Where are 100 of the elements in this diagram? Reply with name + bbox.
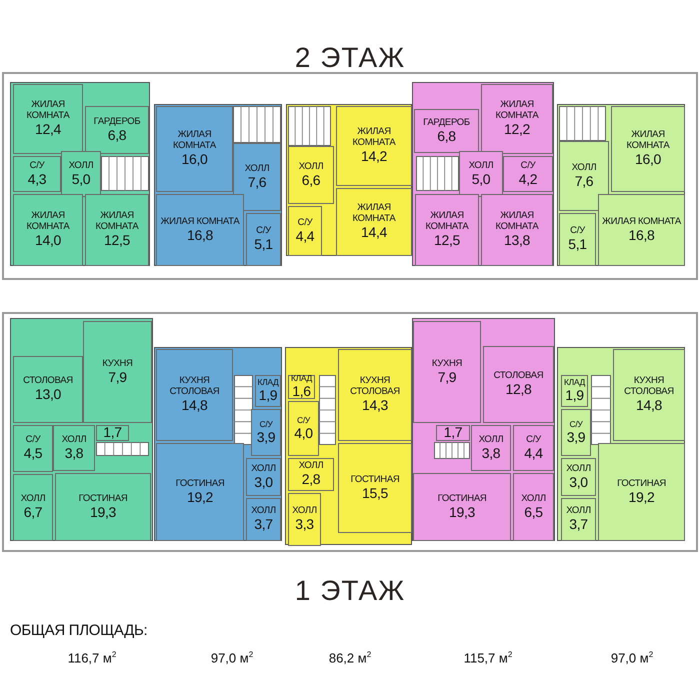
room-name: ХОЛЛ <box>572 162 596 174</box>
room-name: СТОЛОВАЯ <box>494 371 544 382</box>
room-area <box>156 194 244 266</box>
area-value: 6,8 <box>437 128 456 144</box>
area-value: 1,6 <box>292 384 311 400</box>
apartment-block <box>412 82 554 266</box>
room-name: ХОЛЛ <box>251 506 276 518</box>
room-area <box>156 106 233 192</box>
apartment-block <box>412 318 555 541</box>
area-value: 1,7 <box>444 425 462 441</box>
total-area-value: 116,7 м$^{2}$ <box>68 650 116 666</box>
room-name: ЖИЛАЯ КОМНАТА <box>26 100 71 122</box>
room-name: КУХНЯ СТОЛОВАЯ <box>623 376 675 398</box>
total-area-value: 86,2 м$^{2}$ <box>328 650 372 666</box>
area-value: 7,6 <box>248 174 266 190</box>
area-value: 5,1 <box>254 237 273 253</box>
apartment-block <box>286 104 412 256</box>
apartment-block <box>557 104 685 266</box>
room-area <box>13 156 61 192</box>
apartment-block <box>557 347 685 541</box>
room-area <box>513 473 554 541</box>
room-name: КЛАД <box>290 374 312 384</box>
room-area <box>561 498 596 541</box>
room-area <box>613 349 685 441</box>
room-name: С/У <box>26 435 40 446</box>
room-area <box>246 458 281 496</box>
room-name: ГАРДЕРОБ <box>423 118 470 129</box>
area-value: 3,9 <box>256 430 276 446</box>
area-value: 13,8 <box>504 233 530 249</box>
total-area-value: 97,0 м$^{2}$ <box>610 650 654 666</box>
room-name: С/У <box>526 434 541 446</box>
room-area <box>246 498 281 541</box>
room-area <box>483 346 554 423</box>
room-name: ХОЛЛ <box>298 461 324 472</box>
room-name: ЖИЛАЯ КОМНАТА <box>160 216 240 228</box>
floor-heading: 2 ЭТАЖ <box>294 42 406 73</box>
room-area <box>246 213 281 266</box>
room-name: ЖИЛАЯ КОМНАТА <box>602 216 681 228</box>
area-value: 19,2 <box>628 490 655 506</box>
room-area <box>55 473 151 541</box>
room-name: ГОСТИНАЯ <box>617 478 666 490</box>
room-area <box>61 151 101 197</box>
room-name: С/У <box>570 226 585 238</box>
area-value: 5,0 <box>72 172 90 188</box>
room-area <box>53 425 95 471</box>
total-area-value: 97,0 м$^{2}$ <box>210 650 254 666</box>
room-area <box>459 151 503 197</box>
room-area <box>561 375 588 407</box>
room-name: ЖИЛАЯ КОМНАТА <box>494 211 540 234</box>
room-name: ГАРДЕРОБ <box>94 116 140 128</box>
room-area <box>85 194 149 266</box>
area-value: 14,8 <box>181 398 208 414</box>
apartment-block <box>285 347 412 545</box>
area-value: 19,3 <box>90 504 116 520</box>
room-name: ЖИЛАЯ КОМНАТА <box>94 211 140 234</box>
apartment-block <box>10 318 153 541</box>
room-name: ХОЛЛ <box>68 160 94 172</box>
room-name: ЖИЛАЯ КОМНАТА <box>626 130 671 152</box>
room-area <box>156 349 233 441</box>
room-name: ЖИЛАЯ КОМНАТА <box>352 203 397 226</box>
room-name: ГОСТИНАЯ <box>176 478 224 490</box>
area-value: 19,3 <box>448 504 476 520</box>
room-name: ХОЛЛ <box>292 506 317 518</box>
area-value: 4,4 <box>524 446 543 462</box>
room-area <box>288 206 322 256</box>
room-area <box>414 109 479 153</box>
room-area <box>13 194 83 266</box>
room-name: ХОЛЛ <box>251 464 276 475</box>
room-name: КУХНЯ <box>432 358 462 370</box>
room-area <box>13 474 53 541</box>
area-value: 12,4 <box>34 122 62 138</box>
room-name: ЖИЛАЯ КОМНАТА <box>424 211 470 234</box>
area-value: 5,1 <box>568 237 587 253</box>
room-area <box>598 443 685 541</box>
room-area <box>156 443 244 541</box>
area-value: 14,3 <box>362 398 388 414</box>
room-area <box>255 375 281 407</box>
floor-heading: 1 ЭТАЖ <box>294 575 406 606</box>
room-area <box>13 425 53 472</box>
area-value: 14,2 <box>360 149 388 165</box>
area-value: 16,0 <box>634 152 662 168</box>
room-name: С/У <box>298 218 312 229</box>
area-value: 3,9 <box>566 430 586 446</box>
area-value: 1,9 <box>258 388 278 404</box>
room-name: С/У <box>256 226 271 238</box>
room-area <box>13 84 83 154</box>
room-area <box>513 425 554 471</box>
area-value: 12,5 <box>434 233 460 249</box>
room-area <box>611 106 685 192</box>
room-name: ЖИЛАЯ КОМНАТА <box>172 130 218 152</box>
area-value: 16,8 <box>628 228 655 244</box>
room-name: ГОСТИНАЯ <box>350 474 400 486</box>
room-area <box>559 141 609 211</box>
room-area <box>436 425 470 441</box>
area-value: 2,8 <box>302 472 320 488</box>
area-value: 12,8 <box>505 382 532 398</box>
room-name: КУХНЯ СТОЛОВАЯ <box>168 376 220 398</box>
room-area <box>85 106 149 154</box>
area-value: 6,5 <box>524 504 543 520</box>
room-name: ХОЛЛ <box>478 434 504 446</box>
